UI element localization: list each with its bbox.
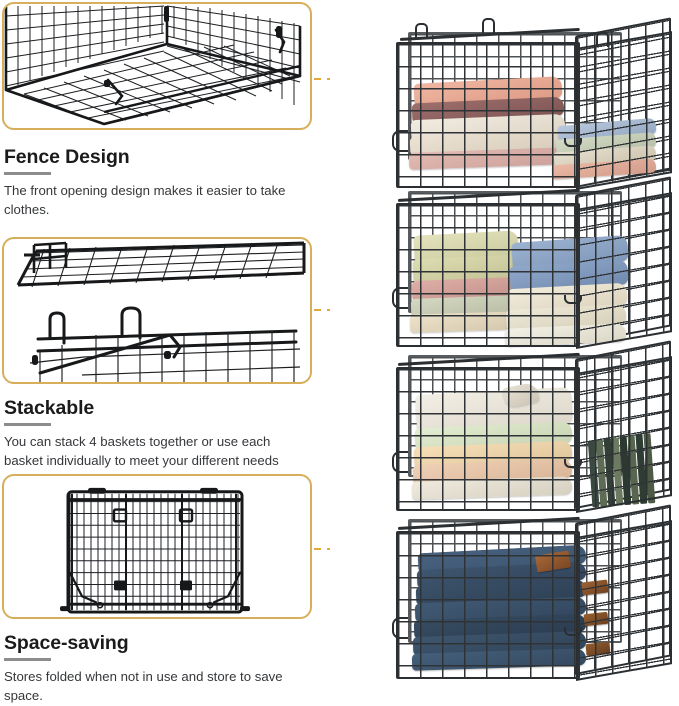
features-column: Fence Design The front opening design ma… [0, 0, 330, 703]
basket-1-hook-right [596, 32, 609, 47]
wire-basket-perspective-illustration [4, 4, 310, 128]
heading-underline-rule [4, 658, 51, 662]
basket-3-right-face [576, 356, 672, 513]
basket-1-hook-mid [482, 18, 495, 33]
feature-heading: Fence Design [4, 146, 130, 168]
feature-block-stackable: Stackable You can stack 4 baskets togeth… [0, 237, 330, 472]
basket-stack [386, 17, 678, 681]
basket-2-latch [392, 287, 408, 309]
basket-4 [386, 504, 678, 689]
basket-1-latch [392, 130, 408, 152]
basket-1-clip [564, 138, 582, 147]
folded-flat-basket-illustration [4, 476, 310, 617]
feature-caption-fence-design: Fence Design The front opening design ma… [4, 146, 324, 220]
basket-2-clip [564, 295, 582, 304]
feature-body: You can stack 4 baskets together or use … [4, 434, 279, 469]
basket-2-right-face [576, 192, 672, 349]
basket-1 [386, 17, 678, 198]
basket-3-front-face [396, 367, 580, 511]
basket-4-right-face [576, 520, 672, 681]
basket-1-right-face [576, 31, 672, 191]
feature-body: The front opening design makes it easier… [4, 183, 286, 218]
feature-image-space-saving [2, 474, 312, 619]
basket-3 [386, 340, 678, 521]
heading-underline-rule [4, 172, 51, 176]
basket-2-front-face [396, 203, 580, 347]
feature-caption-stackable: Stackable You can stack 4 baskets togeth… [4, 397, 324, 471]
feature-image-fence-design [2, 2, 312, 130]
basket-3-clip [564, 459, 582, 468]
basket-4-clip [564, 627, 582, 636]
feature-heading: Space-saving [4, 632, 129, 654]
basket-1-hook-left [415, 23, 428, 38]
product-photo [330, 0, 679, 692]
feature-heading: Stackable [4, 397, 95, 419]
feature-body: Stores folded when not in use and store … [4, 669, 283, 704]
basket-4-front-face [396, 531, 580, 679]
basket-4-latch [392, 617, 408, 639]
basket-2 [386, 176, 678, 357]
feature-image-stackable [2, 237, 312, 384]
heading-underline-rule [4, 423, 51, 427]
stacking-baskets-illustration [4, 239, 310, 382]
basket-1-front-face [396, 42, 580, 188]
feature-caption-space-saving: Space-saving Stores folded when not in u… [4, 632, 324, 706]
feature-block-space-saving: Space-saving Stores folded when not in u… [0, 474, 330, 703]
feature-block-fence-design: Fence Design The front opening design ma… [0, 0, 330, 232]
basket-3-latch [392, 451, 408, 473]
